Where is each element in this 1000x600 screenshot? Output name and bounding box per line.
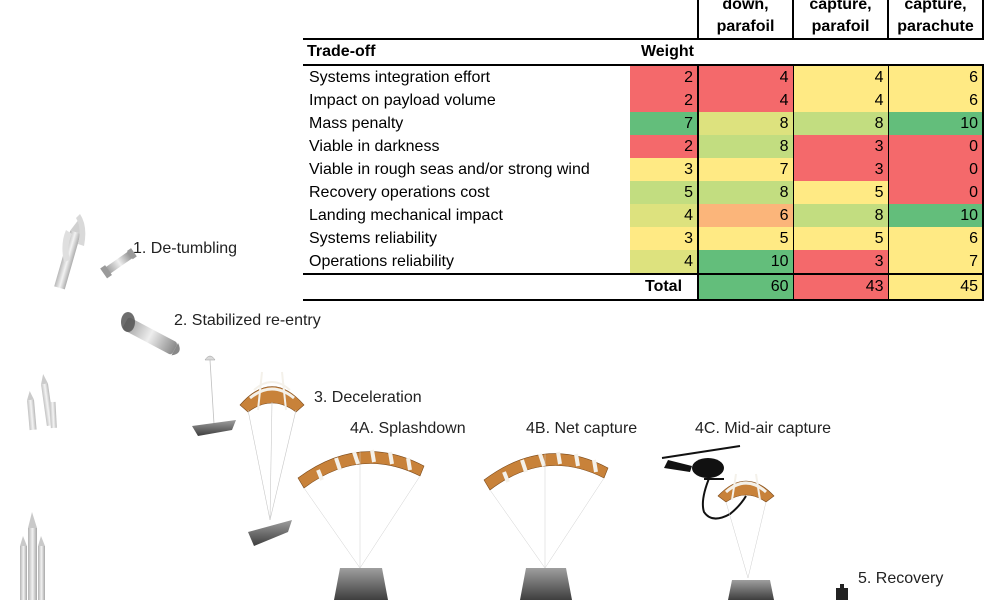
score-cell-splashdown: 10 bbox=[697, 250, 793, 274]
header-spacer bbox=[888, 38, 983, 66]
weight-column-header: Weight bbox=[630, 38, 698, 66]
header-spacer bbox=[303, 0, 630, 39]
score-cell-net-capture: 8 bbox=[792, 204, 888, 227]
score-cell-net-capture: 5 bbox=[792, 227, 888, 250]
net-capture-parafoil-image bbox=[483, 451, 609, 600]
weight-cell: 5 bbox=[630, 181, 698, 204]
score-cell-midair-capture: 0 bbox=[887, 158, 984, 181]
total-score-midair-capture: 45 bbox=[887, 273, 984, 301]
score-cell-net-capture: 3 bbox=[792, 135, 888, 158]
score-cell-splashdown: 8 bbox=[697, 181, 793, 204]
header-spacer bbox=[698, 38, 793, 66]
trade-off-table: down, parafoil capture, parafoil capture… bbox=[303, 0, 984, 301]
header-spacer bbox=[630, 0, 698, 39]
option-header-midair-capture: capture, parachute bbox=[888, 0, 984, 39]
score-cell-midair-capture: 10 bbox=[887, 112, 984, 135]
weight-cell: 2 bbox=[630, 89, 698, 112]
score-cell-net-capture: 4 bbox=[792, 89, 888, 112]
score-cell-midair-capture: 7 bbox=[887, 250, 984, 274]
launch-vehicle-image bbox=[20, 512, 45, 600]
score-cell-midair-capture: 0 bbox=[887, 181, 984, 204]
score-cell-midair-capture: 6 bbox=[887, 89, 984, 112]
trade-off-name: Mass penalty bbox=[309, 114, 404, 132]
trade-off-name: Systems integration effort bbox=[309, 68, 491, 86]
trade-off-name: Landing mechanical impact bbox=[309, 206, 503, 224]
option-header-net-capture: capture, parafoil bbox=[793, 0, 889, 39]
detumbling-vehicle-image bbox=[100, 248, 137, 279]
score-cell-splashdown: 4 bbox=[697, 89, 793, 112]
weight-cell: 2 bbox=[630, 135, 698, 158]
stage-label-recovery: 5. Recovery bbox=[858, 570, 944, 587]
trade-off-name: Recovery operations cost bbox=[309, 183, 490, 201]
stage-label-splashdown: 4A. Splashdown bbox=[350, 420, 466, 437]
stage-separation-image bbox=[27, 374, 57, 431]
weight-cell: 4 bbox=[630, 204, 698, 227]
total-spacer bbox=[303, 273, 630, 301]
score-cell-midair-capture: 0 bbox=[887, 135, 984, 158]
weight-cell: 4 bbox=[630, 250, 698, 274]
score-cell-net-capture: 5 bbox=[792, 181, 888, 204]
reentry-vehicle-image bbox=[121, 312, 180, 356]
trade-off-name: Operations reliability bbox=[309, 252, 454, 270]
weight-cell: 3 bbox=[630, 227, 698, 250]
splashdown-parafoil-image bbox=[297, 449, 425, 600]
score-cell-splashdown: 5 bbox=[697, 227, 793, 250]
score-cell-splashdown: 8 bbox=[697, 135, 793, 158]
stage-label-net-capture: 4B. Net capture bbox=[526, 420, 638, 437]
score-cell-midair-capture: 6 bbox=[887, 227, 984, 250]
score-cell-splashdown: 7 bbox=[697, 158, 793, 181]
midair-capture-parachute-image bbox=[717, 473, 775, 600]
trade-off-name: Viable in rough seas and/or strong wind bbox=[309, 160, 590, 178]
deceleration-parachute-image bbox=[239, 371, 305, 546]
total-score-splashdown: 60 bbox=[697, 273, 793, 301]
score-cell-net-capture: 8 bbox=[792, 112, 888, 135]
weight-cell: 2 bbox=[630, 65, 698, 89]
trade-off-name: Impact on payload volume bbox=[309, 91, 496, 109]
total-label: Total bbox=[630, 273, 698, 301]
score-cell-splashdown: 8 bbox=[697, 112, 793, 135]
weight-cell: 7 bbox=[630, 112, 698, 135]
helicopter-image bbox=[661, 445, 747, 520]
score-cell-net-capture: 3 bbox=[792, 158, 888, 181]
stage-label-reentry: 2. Stabilized re-entry bbox=[174, 312, 321, 329]
recovery-ship-icon bbox=[836, 584, 848, 600]
stage-label-midair-capture: 4C. Mid-air capture bbox=[695, 420, 832, 437]
trade-off-column-header: Trade-off bbox=[303, 38, 630, 66]
stage-label-detumbling: 1. De-tumbling bbox=[133, 240, 238, 257]
score-cell-splashdown: 6 bbox=[697, 204, 793, 227]
trade-off-row: Viable in rough seas and/or strong wind 3… bbox=[303, 158, 984, 181]
score-cell-midair-capture: 6 bbox=[887, 65, 984, 89]
weight-cell: 3 bbox=[630, 158, 698, 181]
upper-stage-separation-image bbox=[54, 214, 86, 290]
score-cell-splashdown: 4 bbox=[697, 65, 793, 89]
drogue-chute-image bbox=[192, 355, 236, 436]
stage-label-deceleration: 3. Deceleration bbox=[314, 389, 422, 406]
option-header-splashdown: down, parafoil bbox=[697, 0, 794, 39]
trade-off-name: Viable in darkness bbox=[309, 137, 440, 155]
score-cell-midair-capture: 10 bbox=[887, 204, 984, 227]
header-spacer bbox=[793, 38, 888, 66]
score-cell-net-capture: 3 bbox=[792, 250, 888, 274]
score-cell-net-capture: 4 bbox=[792, 65, 888, 89]
trade-off-name: Systems reliability bbox=[309, 229, 438, 247]
total-score-net-capture: 43 bbox=[792, 273, 888, 301]
total-row: Total 60 43 45 bbox=[303, 273, 984, 301]
